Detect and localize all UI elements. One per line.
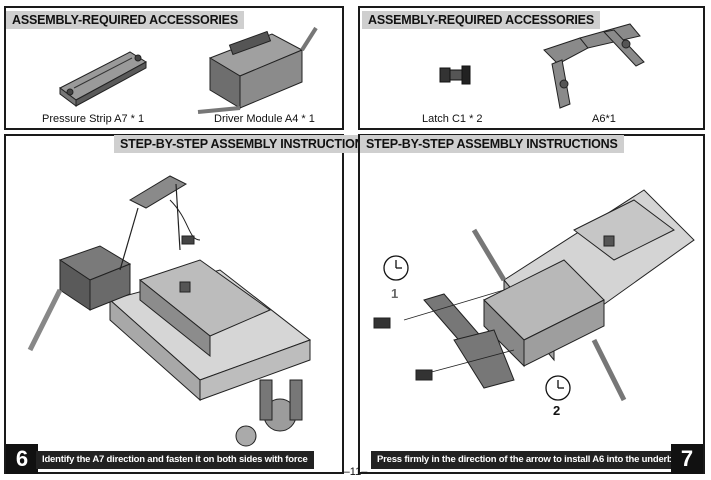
step6-illustration [27,175,312,447]
driver-module-a4-illustration [197,26,318,114]
page-number: –11– [343,466,368,478]
latch-label: Latch C1 * 2 [422,113,483,125]
step6-header: STEP-BY-STEP ASSEMBLY INSTRUCTIONS [114,135,378,153]
pressure-strip-a7-illustration [59,51,147,107]
step6-number: 6 [6,444,38,474]
step7-number: 7 [671,444,703,474]
step7-caption: Press firmly in the direction of the arr… [371,451,695,469]
clock-label-1: 1 [391,286,399,301]
clock-label-2: 2 [553,403,561,418]
accessories-header-right: ASSEMBLY-REQUIRED ACCESSORIES [362,11,600,29]
step7-header: STEP-BY-STEP ASSEMBLY INSTRUCTIONS [360,135,624,153]
part-a6-label: A6*1 [592,113,616,125]
pressure-strip-label: Pressure Strip A7 * 1 [42,113,145,125]
accessories-header-left: ASSEMBLY-REQUIRED ACCESSORIES [6,11,244,29]
part-a6-illustration [543,23,645,109]
latch-c1-illustration [439,65,471,85]
step7-illustration [373,189,695,402]
driver-module-label: Driver Module A4 * 1 [214,113,315,125]
step6-caption: Identify the A7 direction and fasten it … [36,451,314,469]
